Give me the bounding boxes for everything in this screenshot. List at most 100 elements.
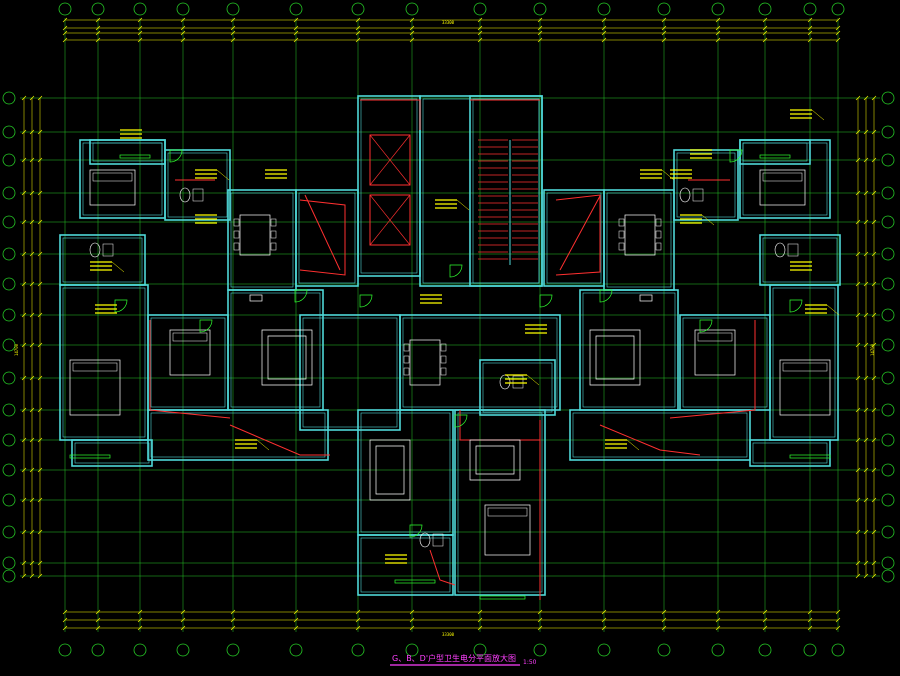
axis-bubble-right bbox=[881, 308, 895, 322]
dimension-tick bbox=[29, 251, 35, 257]
annotations bbox=[90, 109, 840, 564]
wall-inner-line bbox=[150, 412, 326, 458]
dimension-tick bbox=[29, 573, 35, 579]
dimension-tick bbox=[835, 625, 841, 631]
dimension-tick bbox=[807, 609, 813, 615]
bed-pillow bbox=[487, 507, 528, 517]
dimension-tick bbox=[29, 437, 35, 443]
dimension-tick bbox=[137, 25, 143, 31]
dimension-tick bbox=[355, 17, 361, 23]
dimension-tick bbox=[855, 219, 861, 225]
axis-bubble-left bbox=[2, 91, 16, 105]
dimension-tick bbox=[715, 609, 721, 615]
dimension-tick bbox=[477, 609, 483, 615]
wash-basin bbox=[102, 243, 114, 257]
doors bbox=[69, 149, 831, 600]
electrical-wire bbox=[149, 320, 231, 419]
annotation-leader bbox=[216, 169, 230, 181]
dimension-tick bbox=[871, 219, 877, 225]
dimension-tick bbox=[29, 312, 35, 318]
dimension-tick bbox=[661, 17, 667, 23]
wall-inner-line bbox=[82, 142, 163, 216]
annotation-leader bbox=[701, 214, 715, 226]
wash-basin bbox=[692, 188, 704, 202]
electrical-wire bbox=[229, 424, 330, 456]
axis-bubble-left bbox=[2, 338, 16, 352]
dimension-tick bbox=[21, 95, 27, 101]
annotation-leader bbox=[811, 109, 825, 121]
dimension-tick bbox=[762, 609, 768, 615]
dining-chair bbox=[618, 218, 625, 227]
dimension-tick bbox=[180, 25, 186, 31]
dimension-tick bbox=[29, 407, 35, 413]
dimension-tick bbox=[863, 342, 869, 348]
dimension-tick bbox=[871, 467, 877, 473]
wall-segment bbox=[357, 534, 454, 596]
dimension-tick bbox=[37, 467, 43, 473]
dimension-tick bbox=[21, 529, 27, 535]
bed-pillow bbox=[697, 332, 733, 342]
dimension-tick bbox=[355, 37, 361, 43]
dimension-tick bbox=[855, 529, 861, 535]
wall-inner-line bbox=[682, 317, 768, 408]
toilet bbox=[679, 187, 691, 203]
dimension-tick bbox=[29, 190, 35, 196]
dimension-tick bbox=[29, 467, 35, 473]
bed-pillow bbox=[172, 332, 208, 342]
axis-bubble-right bbox=[881, 186, 895, 200]
axis-bubble-right bbox=[881, 463, 895, 477]
wall-inner-line bbox=[582, 292, 676, 408]
bed-pillow bbox=[782, 362, 828, 372]
dimension-tick bbox=[409, 37, 415, 43]
dimension-tick bbox=[477, 625, 483, 631]
top-overall-dimension: 33300 bbox=[442, 20, 455, 25]
dimension-tick bbox=[855, 407, 861, 413]
dimension-tick bbox=[863, 281, 869, 287]
door-swing bbox=[199, 319, 213, 333]
wall-segment bbox=[739, 139, 811, 165]
drawing-title: G、B、D'户型卫生电分平面放大图 bbox=[392, 653, 516, 663]
dining-chair bbox=[440, 367, 447, 376]
right-overall-dimension: 14700 bbox=[870, 343, 875, 356]
dimension-tick bbox=[95, 617, 101, 623]
dimension-tick bbox=[62, 25, 68, 31]
window bbox=[119, 154, 151, 159]
dimension-tick bbox=[477, 30, 483, 36]
wall-inner-line bbox=[167, 152, 228, 218]
annotation-leader bbox=[256, 439, 270, 451]
wall-segment bbox=[679, 314, 771, 411]
dimension-tick bbox=[21, 157, 27, 163]
wash-basin bbox=[432, 533, 444, 547]
dimension-tick bbox=[37, 251, 43, 257]
window bbox=[479, 595, 526, 600]
dimension-tick bbox=[355, 25, 361, 31]
dimension-tick bbox=[537, 625, 543, 631]
axis-bubble-bottom bbox=[803, 643, 817, 657]
door-swing bbox=[359, 294, 373, 308]
dimension-tick bbox=[29, 342, 35, 348]
dining-chair bbox=[270, 218, 277, 227]
dimension-tick bbox=[355, 609, 361, 615]
axis-bubble-top bbox=[758, 2, 772, 16]
dining-table bbox=[409, 339, 441, 386]
axis-bubble-left bbox=[2, 525, 16, 539]
dimension-tick bbox=[863, 497, 869, 503]
dimension-tick bbox=[537, 37, 543, 43]
dining-chair bbox=[403, 343, 410, 352]
dimension-tick bbox=[835, 609, 841, 615]
dimension-tick bbox=[409, 617, 415, 623]
wall-segment bbox=[569, 409, 751, 461]
wall-inner-line bbox=[402, 317, 558, 408]
dimension-tick bbox=[855, 190, 861, 196]
dimension-tick bbox=[863, 375, 869, 381]
wall-segment bbox=[299, 314, 401, 431]
dining-chair bbox=[618, 242, 625, 251]
dimension-tick bbox=[863, 467, 869, 473]
dining-chair bbox=[655, 242, 662, 251]
dining-chair bbox=[403, 367, 410, 376]
dining-chair bbox=[270, 242, 277, 251]
dimension-tick bbox=[230, 17, 236, 23]
dimension-tick bbox=[62, 37, 68, 43]
wall-segment bbox=[759, 234, 841, 286]
dimension-tick bbox=[477, 37, 483, 43]
